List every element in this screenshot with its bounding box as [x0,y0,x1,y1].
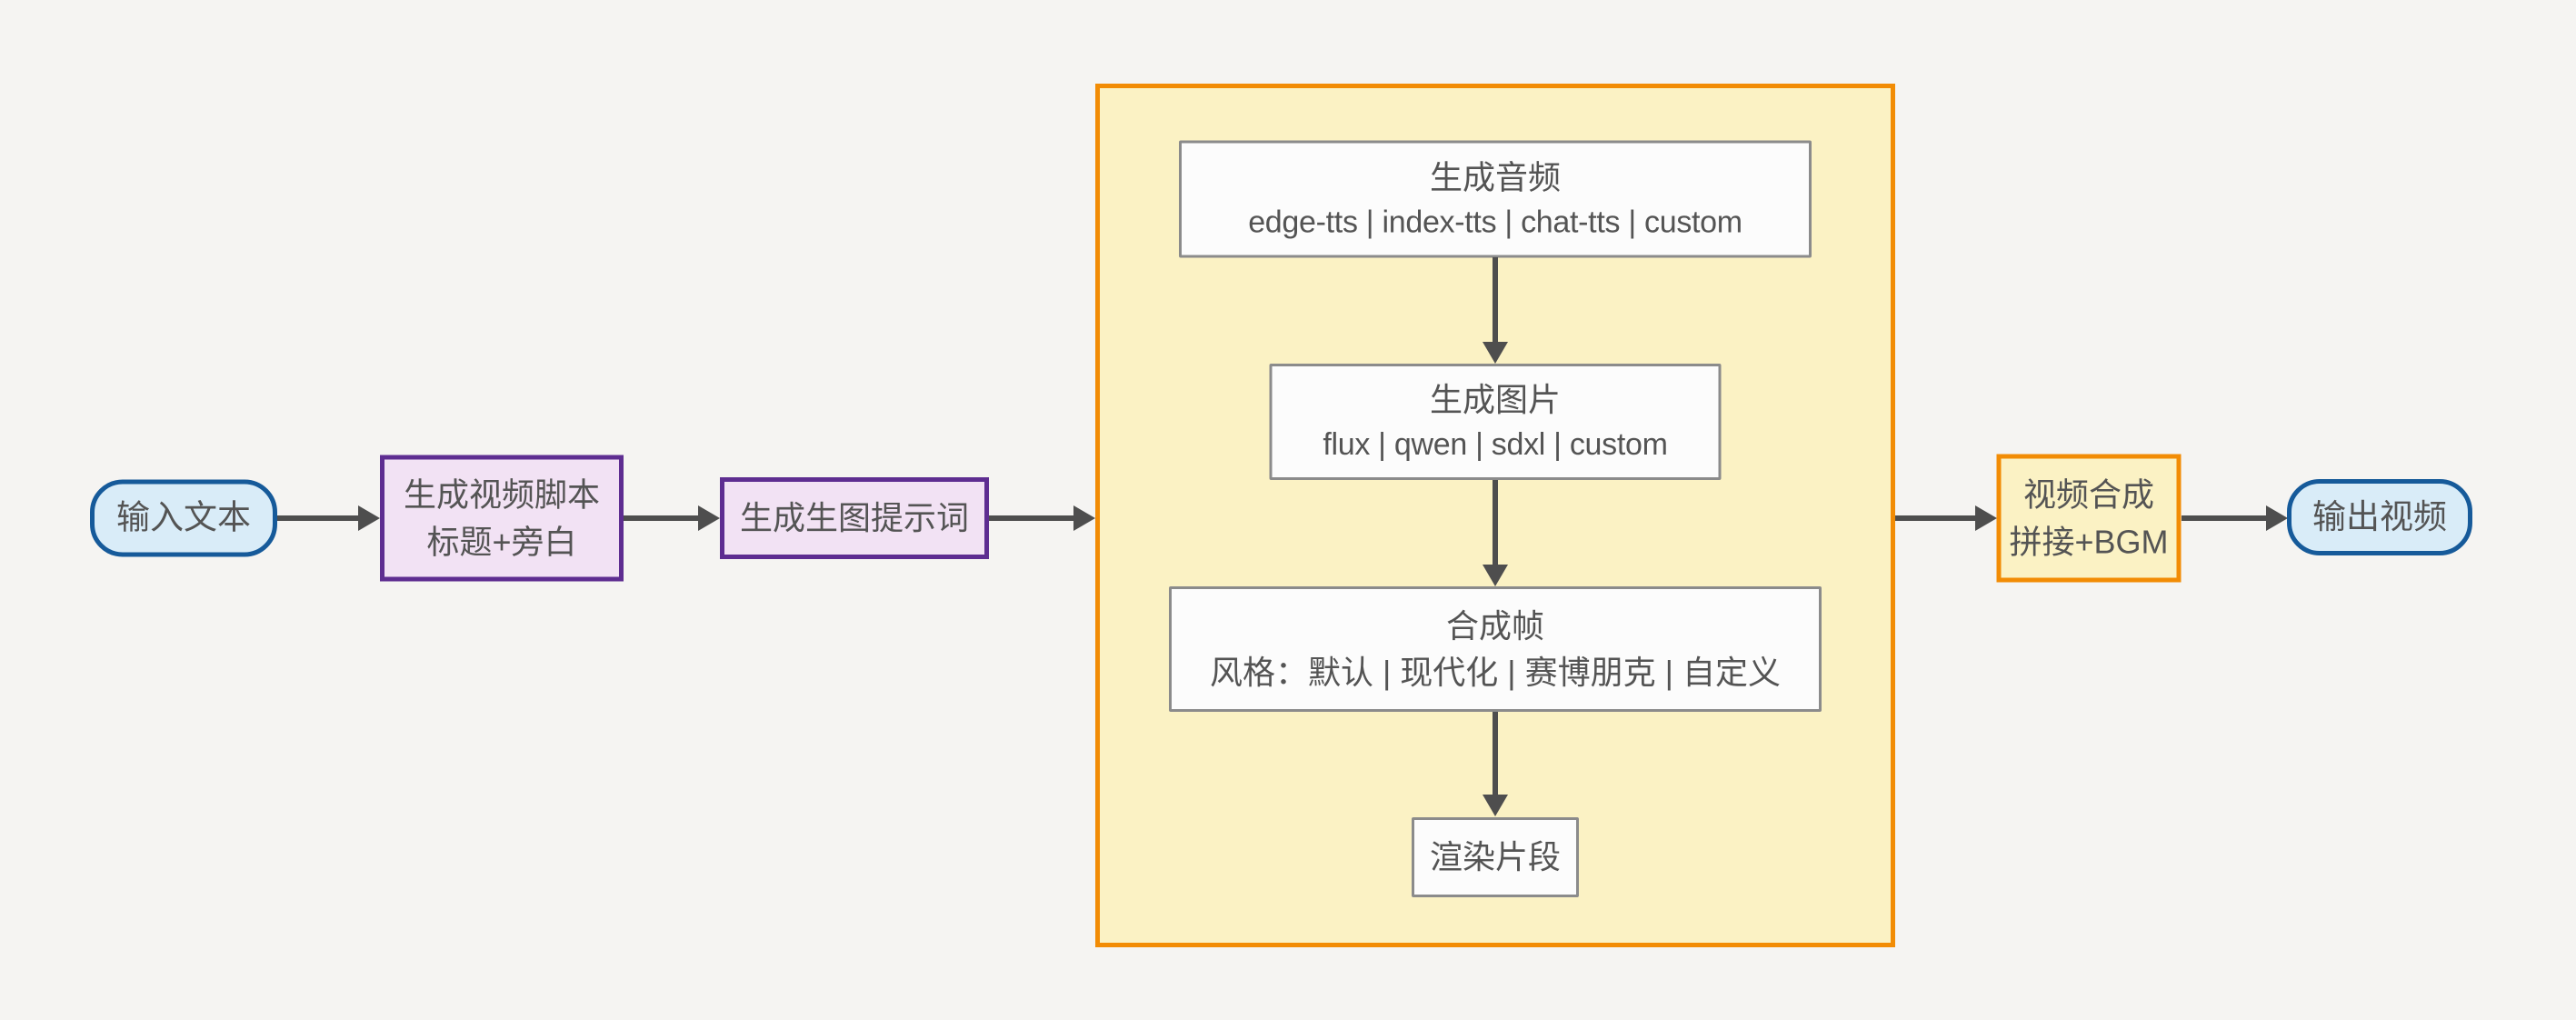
arrowhead-icon [1483,795,1508,816]
node-input-text-label: 输入文本 [116,498,251,536]
node-video-compose: 视频合成 拼接+BGM [1996,454,2182,583]
node-generate-image-options: flux | qwen | sdxl | custom [1323,427,1668,463]
node-output-video-label: 输出视频 [2312,497,2447,535]
node-compose-frame: 合成帧 风格：默认 | 现代化 | 赛博朋克 | 自定义 [1169,586,1822,712]
arrow-shaft [1493,480,1498,568]
arrowhead-icon [1975,505,1997,531]
arrow-compose-to-output [2182,505,2288,532]
arrow-prompt-to-subgraph [989,505,1095,532]
arrowhead-icon [358,505,380,531]
node-generate-script-line2: 标题+旁白 [426,523,577,560]
node-generate-script: 生成视频脚本 标题+旁白 [380,455,624,582]
node-generate-audio-title: 生成音频 [1429,158,1561,196]
arrow-shaft [1895,515,1979,521]
node-generate-audio: 生成音频 edge-tts | index-tts | chat-tts | c… [1179,140,1812,258]
arrow-input-to-script [277,505,380,532]
arrow-subgraph-to-compose [1895,505,1997,532]
arrow-shaft [1493,257,1498,345]
node-render-segment-label: 渲染片段 [1429,838,1561,876]
arrowhead-icon [1073,505,1095,531]
arrowhead-icon [1483,565,1508,586]
node-video-compose-line1: 视频合成 [2022,475,2154,514]
arrow-script-to-prompt [624,505,720,532]
node-video-compose-line2: 拼接+BGM [2009,523,2169,560]
arrowhead-icon [1483,342,1508,364]
node-generate-image-prompt-label: 生成生图提示词 [739,499,969,537]
arrow-audio-to-image [1482,257,1509,364]
arrowhead-icon [698,505,720,531]
node-render-segment: 渲染片段 [1412,817,1579,897]
arrow-shaft [277,515,362,521]
arrow-image-to-frame [1482,480,1509,586]
arrow-frame-to-render [1482,712,1509,816]
node-generate-image-prompt: 生成生图提示词 [720,477,989,559]
arrow-shaft [624,515,702,521]
node-generate-audio-options: edge-tts | index-tts | chat-tts | custom [1248,205,1742,240]
arrow-shaft [989,515,1077,521]
node-generate-image: 生成图片 flux | qwen | sdxl | custom [1269,364,1722,480]
arrow-shaft [2182,515,2270,521]
node-input-text: 输入文本 [90,479,277,557]
node-compose-frame-title: 合成帧 [1445,606,1544,645]
node-generate-script-line1: 生成视频脚本 [403,475,600,514]
node-compose-frame-options: 风格：默认 | 现代化 | 赛博朋克 | 自定义 [1209,654,1782,691]
node-generate-image-title: 生成图片 [1429,381,1561,419]
arrowhead-icon [2266,505,2288,531]
arrow-shaft [1493,712,1498,798]
node-output-video: 输出视频 [2287,479,2472,555]
